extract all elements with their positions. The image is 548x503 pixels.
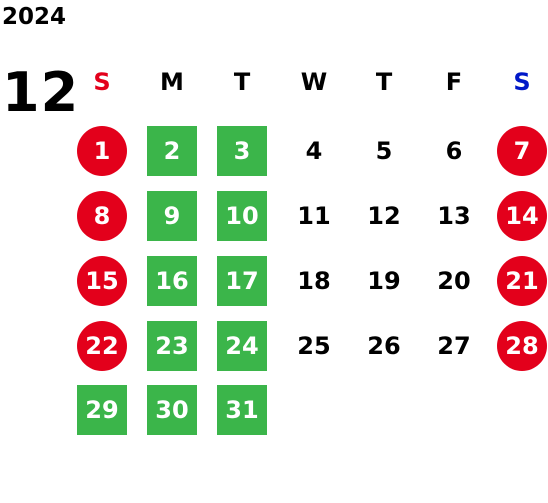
year-label: 2024 <box>2 4 67 30</box>
day-cell-2: 2 <box>147 126 197 176</box>
day-cell-6: 6 <box>445 137 463 165</box>
day-cell-23: 23 <box>147 321 197 371</box>
day-cell-26: 26 <box>367 332 401 360</box>
day-cell-25: 25 <box>297 332 331 360</box>
day-cell-12: 12 <box>367 202 401 230</box>
day-cell-27: 27 <box>437 332 471 360</box>
day-cell-4: 4 <box>305 137 323 165</box>
day-cell-5: 5 <box>375 137 393 165</box>
day-cell-9: 9 <box>147 191 197 241</box>
day-cell-30: 30 <box>147 385 197 435</box>
day-cell-24: 24 <box>217 321 267 371</box>
day-cell-13: 13 <box>437 202 471 230</box>
day-cell-29: 29 <box>77 385 127 435</box>
weekday-header-5: F <box>445 68 463 96</box>
day-cell-3: 3 <box>217 126 267 176</box>
day-cell-18: 18 <box>297 267 331 295</box>
day-cell-22: 22 <box>77 321 127 371</box>
day-cell-21: 21 <box>497 256 547 306</box>
day-cell-15: 15 <box>77 256 127 306</box>
day-cell-31: 31 <box>217 385 267 435</box>
day-cell-8: 8 <box>77 191 127 241</box>
day-cell-7: 7 <box>497 126 547 176</box>
weekday-header-6: S <box>513 68 531 96</box>
weekday-header-2: T <box>233 68 251 96</box>
day-cell-17: 17 <box>217 256 267 306</box>
day-cell-20: 20 <box>437 267 471 295</box>
day-cell-16: 16 <box>147 256 197 306</box>
day-cell-1: 1 <box>77 126 127 176</box>
month-label: 12 <box>2 61 80 124</box>
weekday-header-1: M <box>160 68 184 96</box>
day-cell-14: 14 <box>497 191 547 241</box>
day-cell-28: 28 <box>497 321 547 371</box>
day-cell-11: 11 <box>297 202 331 230</box>
day-cell-19: 19 <box>367 267 401 295</box>
weekday-header-3: W <box>300 68 328 96</box>
weekday-header-0: S <box>93 68 111 96</box>
day-cell-10: 10 <box>217 191 267 241</box>
weekday-header-4: T <box>375 68 393 96</box>
